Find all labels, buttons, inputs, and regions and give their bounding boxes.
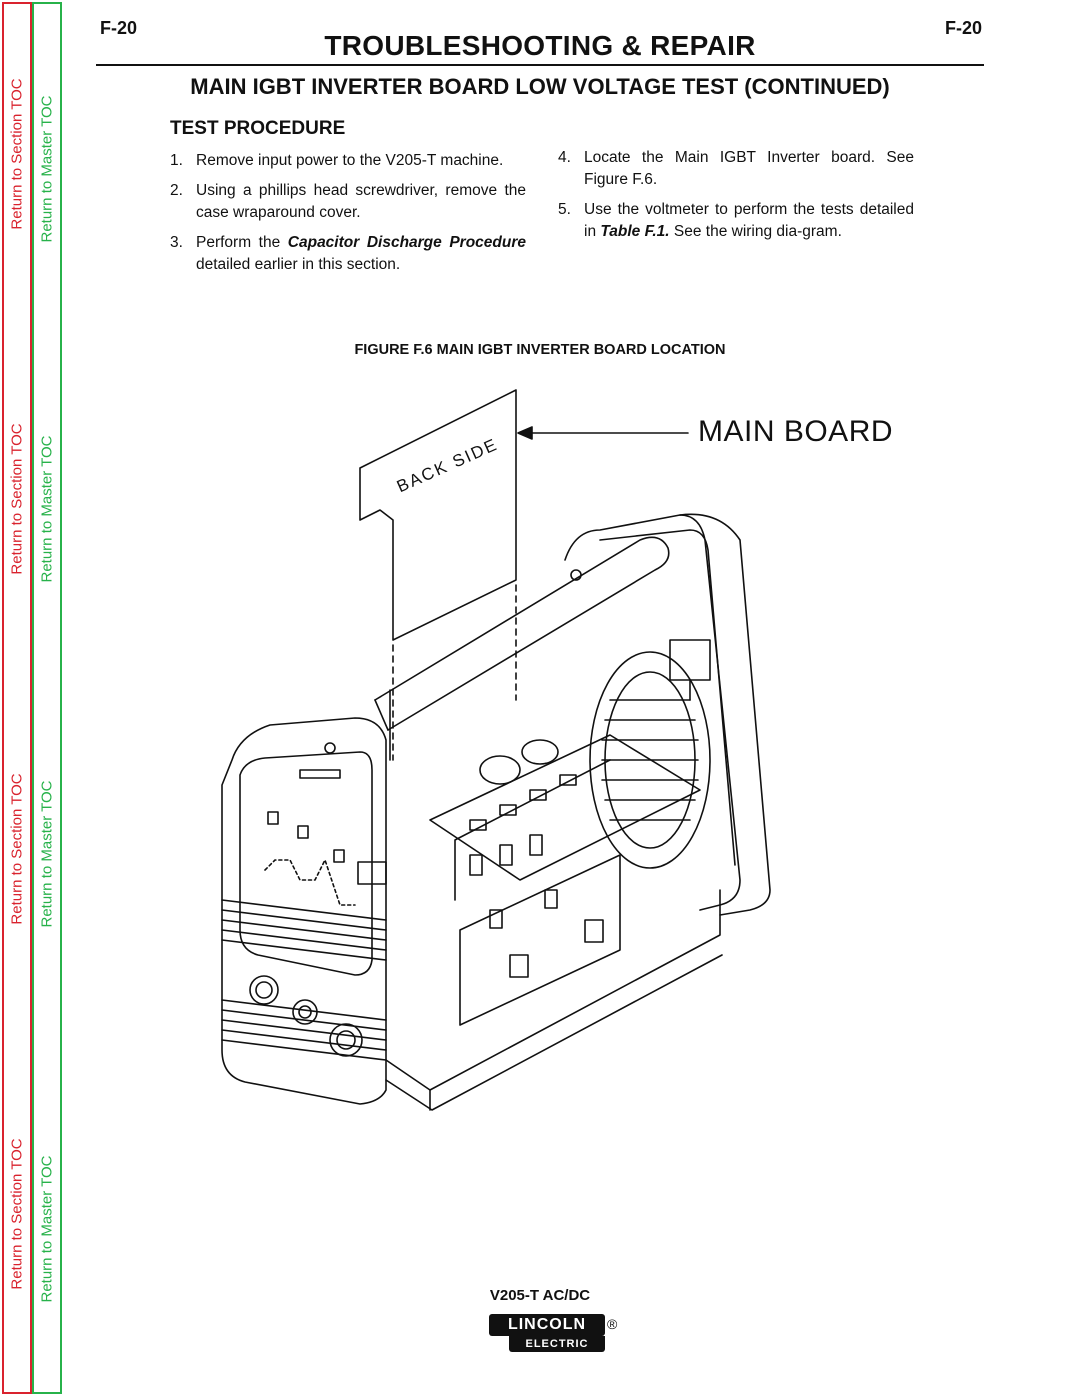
step-item: 4. Locate the Main IGBT Inverter board. … <box>558 147 914 191</box>
logo-wordmark-bottom: ELECTRIC <box>509 1336 605 1352</box>
master-toc-bar: Return to Master TOC Return to Master TO… <box>32 2 62 1394</box>
return-to-section-toc-link[interactable]: Return to Section TOC <box>4 1104 30 1324</box>
carry-handle <box>374 536 670 761</box>
return-to-section-toc-link[interactable]: Return to Section TOC <box>4 739 30 959</box>
step-text-pre: Perform the <box>196 234 288 251</box>
step-text: Locate the Main IGBT Inverter board. See… <box>584 149 914 188</box>
step-item: 2. Using a phillips head screwdriver, re… <box>170 180 526 224</box>
return-to-section-toc-text[interactable]: Return to Section TOC <box>8 1138 26 1290</box>
section-subtitle: MAIN IGBT INVERTER BOARD LOW VOLTAGE TES… <box>190 74 890 99</box>
step-text-pre: Use the voltmeter to perform the tests d… <box>584 201 914 240</box>
return-to-section-toc-text[interactable]: Return to Section TOC <box>8 423 26 575</box>
cooling-fan <box>589 651 711 869</box>
board-back-side-label: BACK SIDE <box>393 434 501 497</box>
steps-column-right: 4. Locate the Main IGBT Inverter board. … <box>558 147 914 251</box>
step-number: 5. <box>558 201 571 218</box>
step-number: 2. <box>170 182 183 199</box>
return-to-master-toc-text[interactable]: Return to Master TOC <box>38 435 56 583</box>
step-item: 1. Remove input power to the V205-T mach… <box>170 150 526 172</box>
step-text: Use the voltmeter to perform the tests d… <box>584 199 914 243</box>
control-panel <box>264 811 387 906</box>
registered-mark: ® <box>607 1316 618 1332</box>
front-panel-housing <box>221 717 387 1105</box>
step-number: 1. <box>170 152 183 169</box>
page-title: TROUBLESHOOTING & REPAIR <box>324 30 756 61</box>
capacitor-discharge-reference: Capacitor Discharge Procedure <box>287 234 526 251</box>
return-to-master-toc-link[interactable]: Return to Master TOC <box>34 1119 60 1339</box>
return-to-master-toc-link[interactable]: Return to Master TOC <box>34 744 60 964</box>
section-toc-bar: Return to Section TOC Return to Section … <box>2 2 32 1394</box>
figure-caption: FIGURE F.6 MAIN IGBT INVERTER BOARD LOCA… <box>354 342 726 358</box>
inverter-pc-board <box>429 734 701 901</box>
return-to-master-toc-link[interactable]: Return to Master TOC <box>34 399 60 619</box>
step-text: Remove input power to the V205-T machine… <box>196 152 504 169</box>
power-module <box>459 854 621 1026</box>
return-to-section-toc-link[interactable]: Return to Section TOC <box>4 389 30 609</box>
return-to-master-toc-text[interactable]: Return to Master TOC <box>38 95 56 243</box>
return-to-master-toc-text[interactable]: Return to Master TOC <box>38 780 56 928</box>
page-number-left: F-20 <box>100 18 138 38</box>
step-text-post: See the wiring dia-gram. <box>669 223 842 240</box>
procedure-heading: TEST PROCEDURE <box>170 118 346 139</box>
return-to-section-toc-link[interactable]: Return to Section TOC <box>4 44 30 264</box>
return-to-section-toc-text[interactable]: Return to Section TOC <box>8 78 26 230</box>
step-item: 5. Use the voltmeter to perform the test… <box>558 199 914 243</box>
step-number: 3. <box>170 234 183 251</box>
title-divider <box>96 64 984 66</box>
return-to-master-toc-link[interactable]: Return to Master TOC <box>34 59 60 279</box>
steps-column-left: 1. Remove input power to the V205-T mach… <box>170 150 526 284</box>
page-number-right: F-20 <box>945 18 983 38</box>
return-to-section-toc-text[interactable]: Return to Section TOC <box>8 773 26 925</box>
main-board-callout-label: MAIN BOARD <box>698 415 894 448</box>
step-text: Using a phillips head screwdriver, remov… <box>196 182 526 221</box>
chassis-base <box>385 889 723 1111</box>
step-item: 3. Perform the Capacitor Discharge Proce… <box>170 232 526 276</box>
logo-wordmark-top: LINCOLN <box>489 1314 605 1336</box>
gas-solenoid <box>669 639 711 701</box>
return-to-master-toc-text[interactable]: Return to Master TOC <box>38 1155 56 1303</box>
model-name: V205-T AC/DC <box>489 1287 591 1304</box>
step-text: Perform the Capacitor Discharge Procedur… <box>196 232 526 276</box>
callout-arrow <box>517 426 689 440</box>
step-text-post: detailed earlier in this section. <box>196 256 401 273</box>
rear-panel-housing <box>564 513 771 916</box>
output-connectors <box>249 975 363 1057</box>
table-reference: Table F.1. <box>600 223 670 240</box>
lincoln-electric-logo: LINCOLN ELECTRIC ® <box>489 1314 621 1354</box>
step-number: 4. <box>558 149 571 166</box>
